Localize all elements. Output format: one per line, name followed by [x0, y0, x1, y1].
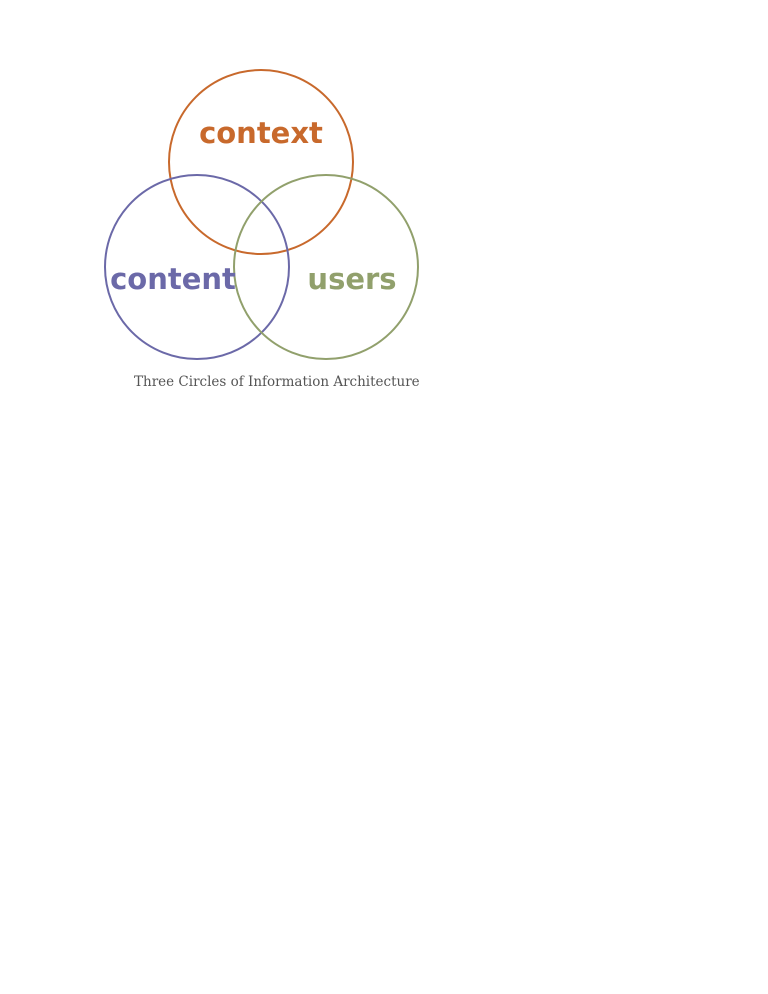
- diagram-caption: Three Circles of Information Architectur…: [134, 374, 420, 390]
- context-label: context: [199, 116, 323, 150]
- content-label: content: [110, 262, 236, 296]
- context-circle: [168, 69, 354, 255]
- content-circle: [104, 174, 290, 360]
- users-circle: [233, 174, 419, 360]
- users-label: users: [307, 262, 396, 296]
- venn-diagram: context content users: [104, 69, 419, 360]
